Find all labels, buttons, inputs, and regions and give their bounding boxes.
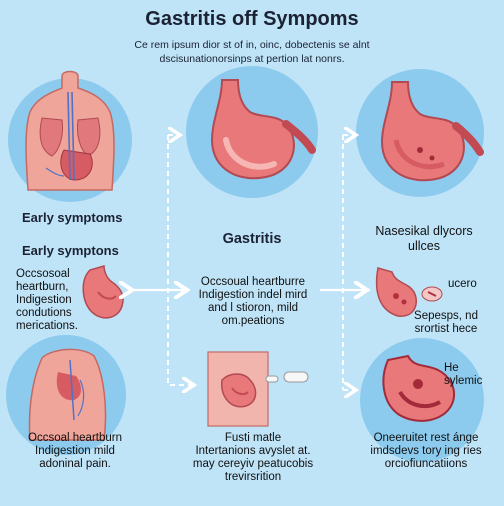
center-middle-line: om.peations xyxy=(221,315,285,327)
right-bottom-text: Oneeruitet rest ánge imdsdevs tory ing r… xyxy=(358,432,494,471)
left-symptoms-list: Occsosoal heartburn, Indigestion conduti… xyxy=(16,268,96,333)
dashed-connectors xyxy=(167,135,354,390)
ulcer-text-line: srortist hece xyxy=(414,323,478,335)
left-symptom-line: merications. xyxy=(16,320,78,332)
left-bottom-line: adoninal pain. xyxy=(39,458,111,470)
he-line: He xyxy=(444,362,459,374)
subtitle-line-1: Ce rem ipsum dior st of in, oinc, dobect… xyxy=(134,39,370,51)
left-symptom-line: condutions xyxy=(16,307,72,319)
torso-illustration xyxy=(25,70,115,191)
he-line: sylemic xyxy=(444,375,483,387)
gastritis-heading: Gastritis xyxy=(222,231,282,247)
left-symptom-line: Occsosoal xyxy=(16,268,70,280)
stomach-right-illustration xyxy=(380,81,484,182)
right-bottom-line: imdsdevs tory ing ries xyxy=(370,445,482,457)
early-symptoms-label-2: Early symptons xyxy=(22,243,119,258)
center-bottom-line: Fusti matle xyxy=(224,432,282,444)
center-bottom-line: Intertanions avyslet at. xyxy=(195,445,311,457)
center-bottom-line: may cereyiv peatucobis xyxy=(192,458,314,470)
right-heading-line: ullces xyxy=(408,239,440,253)
abdomen-illustration xyxy=(28,348,107,441)
ulcer-text: Sepesps, nd srortist hece xyxy=(396,310,496,336)
page-title: Gastritis off Sympoms xyxy=(145,8,359,30)
center-bottom-line: trevirsrition xyxy=(224,471,282,483)
ulcer-label: ucero xyxy=(448,278,477,290)
center-middle-text: Occsoual heartburre Indigestion indel mi… xyxy=(186,276,320,328)
he-systemic-label: He sylemic xyxy=(444,362,482,388)
stomach-top-illustration xyxy=(210,79,316,180)
stomach-left-small xyxy=(82,265,124,319)
page-subtitle: Ce rem ipsum dior st of in, oinc, dobect… xyxy=(60,38,444,66)
right-heading: Nasesikal dlycors ullces xyxy=(362,224,486,254)
left-bottom-text: Occsoal heartburn Indigestion mild adoni… xyxy=(10,432,140,471)
ulcer-text-line: Sepesps, nd xyxy=(414,310,478,322)
left-symptom-line: Indigestion xyxy=(16,294,72,306)
left-bottom-line: Occsoal heartburn xyxy=(28,432,122,444)
center-middle-line: Indigestion indel mird xyxy=(198,289,308,301)
pills-illustration xyxy=(207,351,309,427)
right-bottom-line: orciofiuncatiions xyxy=(384,458,468,470)
left-symptom-line: heartburn, xyxy=(16,281,69,293)
left-bottom-line: Indigestion mild xyxy=(35,445,115,457)
right-bottom-line: Oneeruitet rest ánge xyxy=(373,432,479,444)
early-symptoms-label-1: Early symptoms xyxy=(22,210,123,225)
ulcer-stomach-small xyxy=(375,267,443,317)
subtitle-line-2: dscisunationorsinps at pertion lat nonrs… xyxy=(159,53,345,65)
center-bottom-text: Fusti matle Intertanions avyslet at. may… xyxy=(176,432,330,484)
ulcer-stomach-big xyxy=(382,354,456,422)
center-middle-line: Occsoual heartburre xyxy=(200,276,306,288)
center-middle-line: and l stioron, mild xyxy=(207,302,299,314)
right-heading-line: Nasesikal dlycors xyxy=(375,224,473,238)
